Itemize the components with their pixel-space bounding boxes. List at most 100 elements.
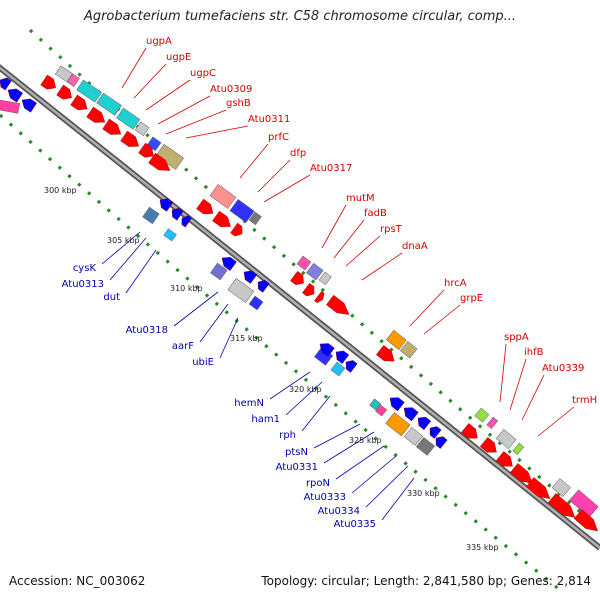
- leader-line: [109, 237, 147, 281]
- reverse-cds-arrow: [171, 207, 184, 221]
- gene-label-Atu0333: Atu0333: [304, 492, 346, 503]
- gene-label-Atu0335: Atu0335: [334, 519, 376, 530]
- forward-cds-arrow: [495, 451, 513, 467]
- gene-box: [385, 329, 407, 350]
- gene-box: [227, 277, 255, 303]
- gene-label-dnaA: dnaA: [402, 241, 428, 252]
- tick-label: 300 kbp: [44, 186, 77, 195]
- forward-cds-arrow: [138, 142, 154, 158]
- gene-label-trmH: trmH: [572, 395, 597, 406]
- forward-cds-arrow: [86, 106, 106, 123]
- reverse-cds-arrow: [435, 436, 448, 449]
- leader-line: [323, 431, 375, 464]
- gene-label-dut: dut: [103, 292, 120, 303]
- leader-line: [365, 465, 409, 508]
- gene-label-rpoN: rpoN: [306, 478, 330, 489]
- backbone-core: [0, 66, 600, 549]
- gene-box: [495, 429, 517, 450]
- leader-line: [509, 358, 527, 411]
- gene-label-Atu0334: Atu0334: [318, 506, 360, 517]
- chromosome-backbone: [0, 64, 600, 551]
- gene-label-Atu0318: Atu0318: [126, 325, 168, 336]
- forward-cds-arrow: [148, 152, 171, 171]
- gene-box: [369, 398, 382, 411]
- tick-label: 305 kbp: [107, 236, 140, 245]
- forward-cds-arrow: [70, 94, 88, 111]
- leader-line: [165, 109, 227, 135]
- map-title: Agrobacterium tumefaciens str. C58 chrom…: [83, 9, 517, 24]
- forward-cds-arrow: [479, 437, 497, 453]
- gene-label-gshB: gshB: [226, 98, 251, 109]
- leader-line: [313, 423, 361, 449]
- gene-box: [486, 416, 499, 430]
- gene-box: [551, 478, 571, 497]
- gene-box: [512, 442, 525, 456]
- tick-label: 310 kbp: [170, 284, 203, 293]
- gene-box: [96, 92, 122, 116]
- gene-labels: ugpAugpEugpCAtu0309gshBAtu0311prfCdfpAtu…: [62, 36, 598, 530]
- gene-label-sppA: sppA: [504, 332, 529, 343]
- gene-box: [210, 262, 228, 281]
- forward-cds-arrow: [212, 210, 231, 227]
- reverse-cds-arrow: [345, 360, 358, 373]
- forward-cds-arrow: [460, 423, 478, 439]
- gene-label-Atu0309: Atu0309: [210, 84, 252, 95]
- tick-label: 330 kbp: [407, 489, 440, 498]
- gene-box: [209, 183, 237, 209]
- leader-line: [101, 231, 141, 265]
- leader-line: [301, 395, 331, 432]
- gene-label-ugpE: ugpE: [166, 52, 191, 63]
- label-leaders: [101, 47, 575, 521]
- gene-box: [415, 436, 436, 456]
- gene-box: [54, 65, 73, 83]
- gene-label-grpE: grpE: [460, 293, 483, 304]
- leader-line: [199, 303, 229, 343]
- leader-line: [257, 159, 291, 193]
- forward-cds-arrow: [376, 344, 395, 362]
- gene-label-ugpA: ugpA: [146, 36, 172, 47]
- gene-label-ham1: ham1: [251, 414, 280, 425]
- gene-label-Atu0317: Atu0317: [310, 163, 352, 174]
- leader-line: [239, 143, 269, 179]
- gene-box: [569, 489, 599, 518]
- reverse-cds-arrow: [257, 280, 270, 293]
- gene-label-rpsT: rpsT: [380, 224, 403, 235]
- leader-line: [133, 63, 167, 99]
- forward-cds-arrow: [547, 493, 576, 518]
- forward-cds-arrow: [290, 270, 304, 285]
- leader-line: [333, 219, 365, 259]
- leader-line: [263, 174, 311, 203]
- gene-label-ihfB: ihfB: [524, 347, 544, 358]
- gene-label-Atu0311: Atu0311: [248, 114, 290, 125]
- gene-label-ubiE: ubiE: [192, 357, 214, 368]
- gene-label-Atu0331: Atu0331: [276, 462, 318, 473]
- gene-box: [116, 107, 141, 130]
- reverse-cds-arrow: [181, 215, 192, 228]
- gene-label-hrcA: hrcA: [444, 278, 467, 289]
- gene-label-Atu0339: Atu0339: [542, 363, 584, 374]
- reverse-cds-arrow: [389, 397, 405, 412]
- gene-label-rph: rph: [279, 430, 296, 441]
- leader-line: [335, 445, 385, 480]
- leader-line: [499, 343, 507, 403]
- leader-line: [219, 317, 239, 359]
- gene-label-Atu0313: Atu0313: [62, 279, 104, 290]
- gene-box: [76, 79, 102, 103]
- gene-label-dfp: dfp: [290, 148, 306, 159]
- genome-summary: Topology: circular; Length: 2,841,580 bp…: [261, 574, 591, 588]
- forward-cds-arrow: [196, 198, 214, 215]
- tick-label: 335 kbp: [466, 543, 499, 552]
- forward-cds-arrow: [509, 463, 533, 484]
- forward-cds-arrow: [230, 222, 243, 237]
- gene-box: [134, 121, 150, 137]
- gene-features: [0, 65, 599, 532]
- gene-label-fadB: fadB: [364, 208, 387, 219]
- leader-line: [361, 252, 403, 281]
- tick-label: 325 kbp: [349, 436, 382, 445]
- forward-cds-arrow: [573, 509, 599, 532]
- gene-box: [142, 206, 160, 225]
- gene-box: [318, 271, 332, 286]
- leader-line: [285, 381, 323, 416]
